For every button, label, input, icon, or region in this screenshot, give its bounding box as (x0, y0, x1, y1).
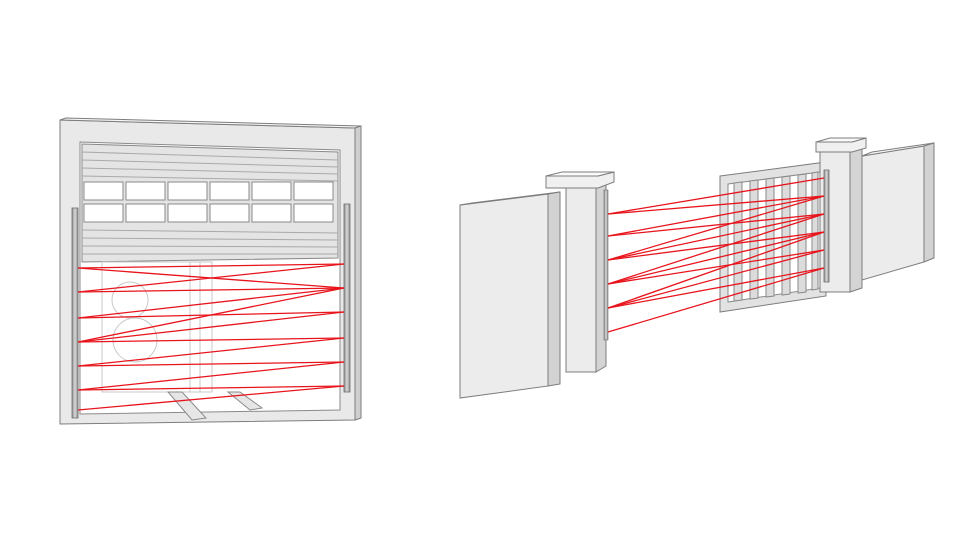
laser-beam (607, 231, 825, 261)
laser-beam (607, 267, 825, 309)
light-curtain-posts-gate (603, 169, 830, 341)
laser-beam (607, 195, 825, 261)
laser-beam (77, 385, 345, 391)
roller-door (81, 143, 339, 263)
garage-door-scene (59, 117, 362, 425)
laser-beam (607, 177, 825, 215)
emitter-post-left (71, 207, 79, 419)
right-pillar (815, 137, 867, 293)
laser-beam (77, 361, 345, 367)
laser-beam (607, 213, 825, 285)
laser-beam (607, 249, 825, 285)
laser-beam (607, 267, 825, 333)
beams-gate (607, 177, 825, 333)
beams-door (77, 263, 345, 411)
laser-beam (77, 267, 345, 289)
receiver-post-right (343, 203, 351, 393)
laser-beam (607, 195, 825, 237)
laser-beam (77, 263, 345, 269)
laser-beam (77, 337, 345, 367)
left-wall (459, 191, 561, 399)
laser-beam (607, 231, 825, 285)
laser-beam (77, 287, 345, 343)
door-windows (83, 181, 334, 223)
left-pillar (545, 171, 615, 373)
receiver-post-gate-right (823, 169, 830, 283)
laser-beam (607, 231, 825, 309)
laser-beam (77, 337, 345, 343)
emitter-post-gate-left (603, 189, 609, 341)
laser-beam (607, 213, 825, 237)
light-curtain-posts-door (71, 203, 351, 419)
laser-beam (77, 361, 345, 391)
laser-beam (77, 287, 345, 319)
laser-beam (77, 287, 345, 293)
laser-beam (77, 385, 345, 411)
forklift-forks (166, 391, 264, 421)
laser-beam (607, 195, 825, 215)
right-wall (861, 142, 935, 281)
laser-beam (607, 213, 825, 261)
gate-scene (459, 137, 935, 399)
laser-beam (77, 311, 345, 343)
laser-beam (607, 249, 825, 309)
